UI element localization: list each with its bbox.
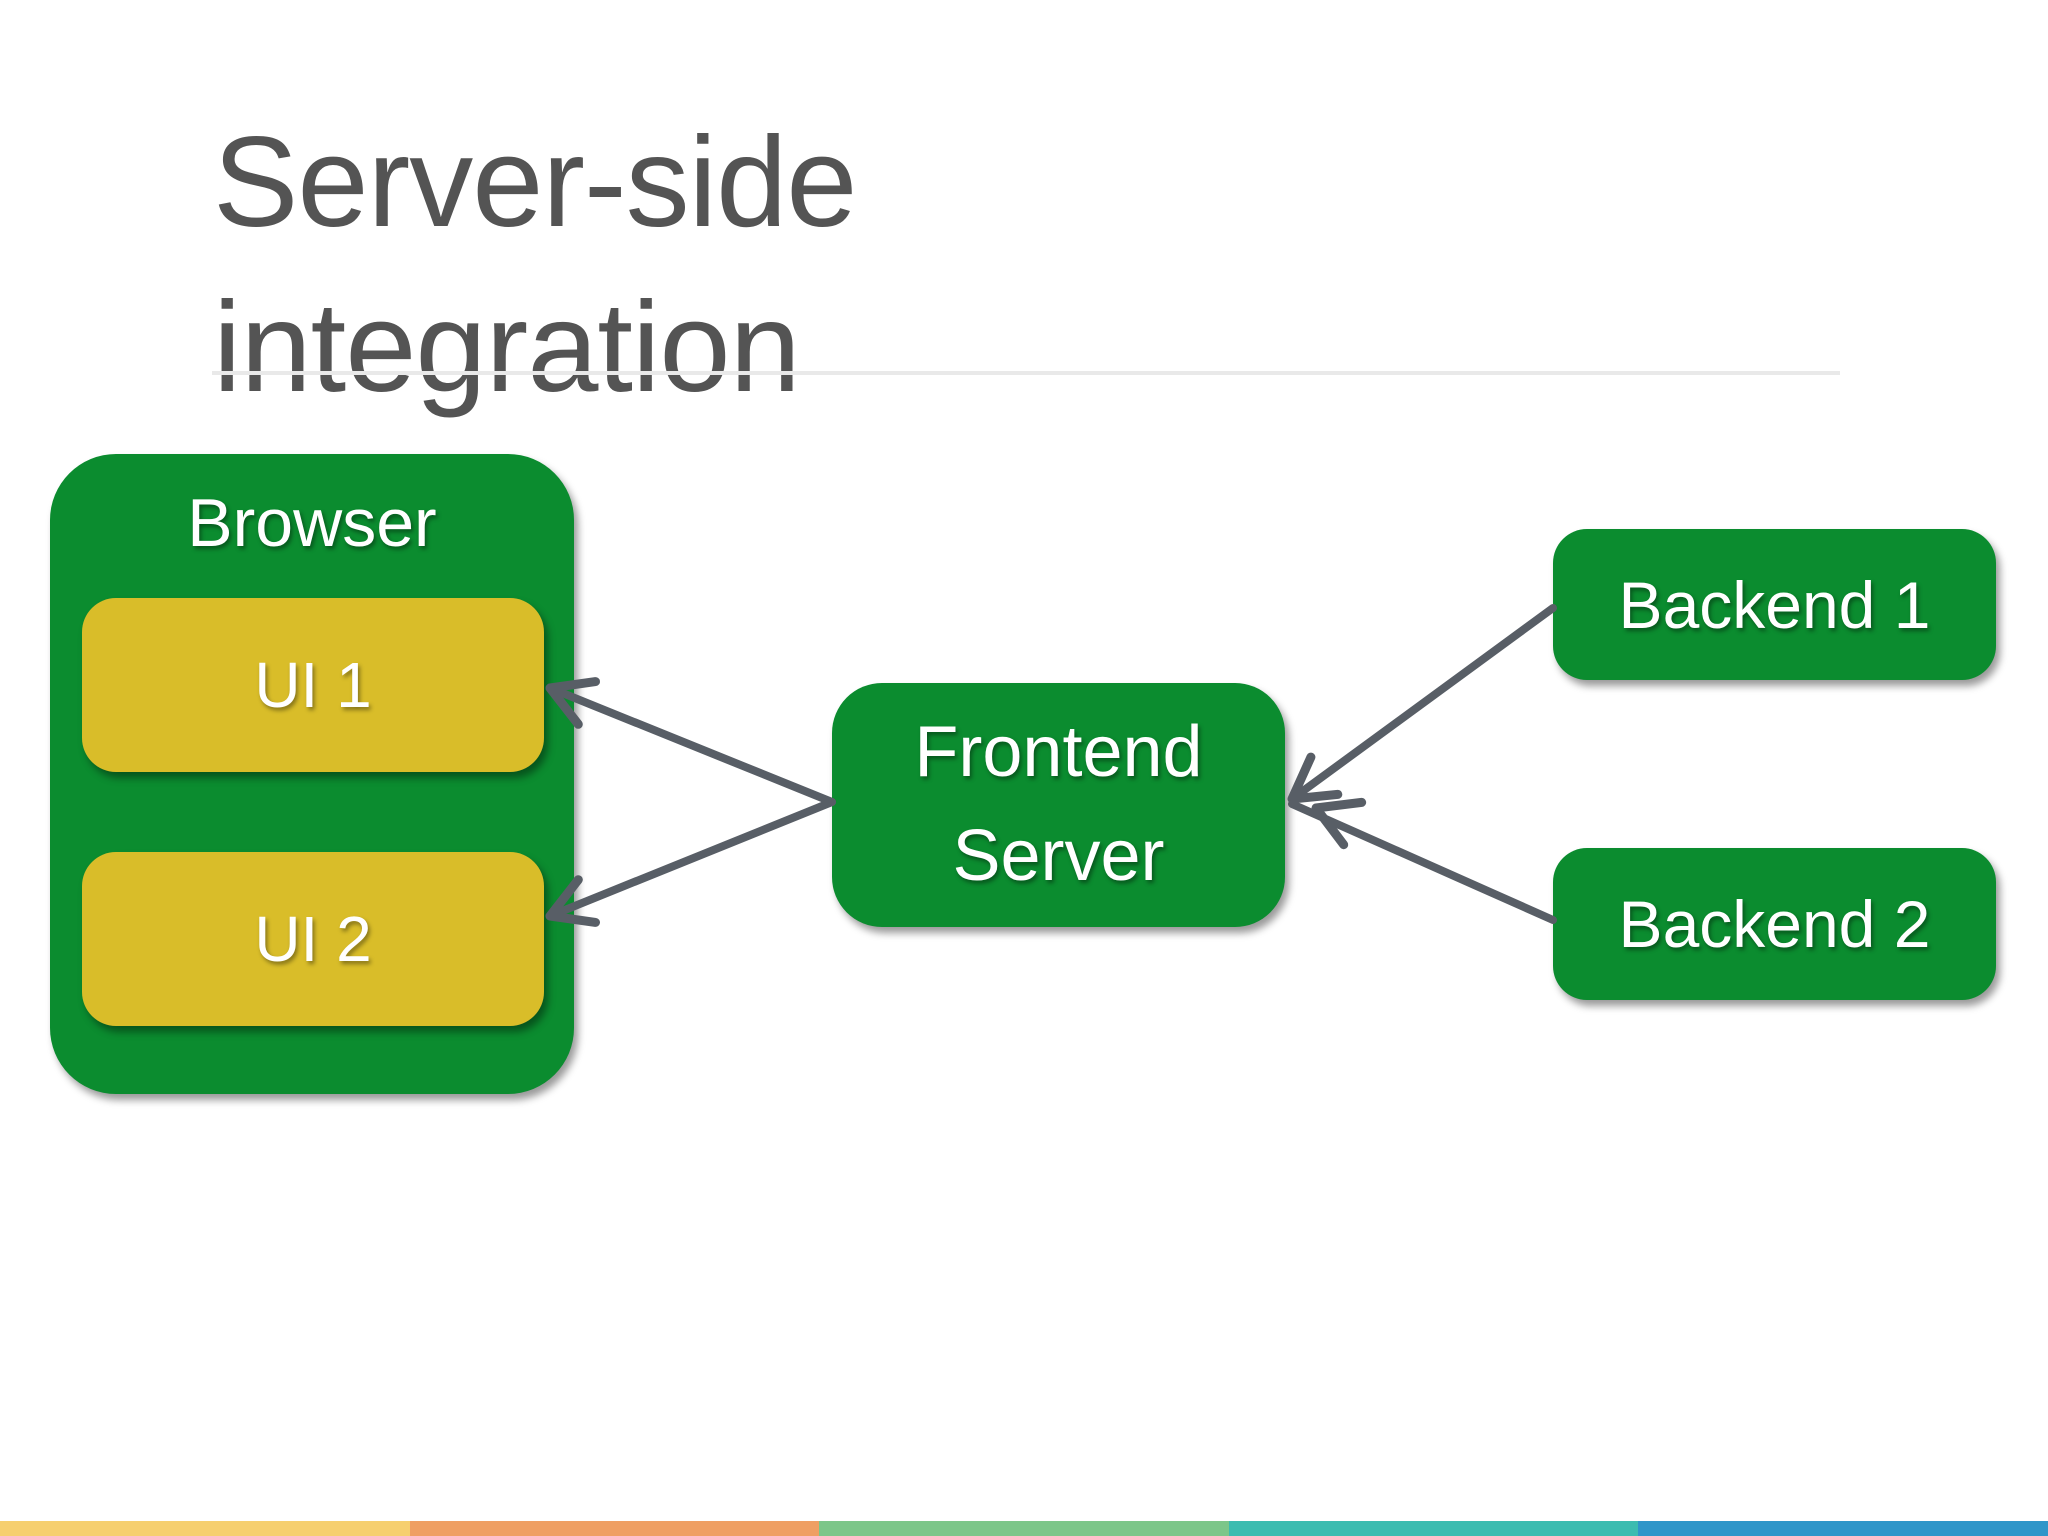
slide-title-line-1: Server-side — [213, 110, 857, 254]
ui2-label: UI 2 — [254, 903, 372, 975]
ui1-label: UI 1 — [254, 649, 372, 721]
frontend-server-label-line-1: Frontend — [914, 712, 1203, 793]
arrowhead-backend2-to-frontend-icon — [1311, 797, 1367, 850]
title-underline — [212, 371, 1840, 375]
slide-title: Server-side integration — [213, 100, 857, 430]
slide-title-line-2: integration — [213, 275, 801, 419]
backend2-label: Backend 2 — [1618, 887, 1931, 961]
arrow-frontend-to-ui1 — [546, 684, 836, 806]
arrow-frontend-to-ui2 — [546, 798, 836, 920]
frontend-server-label-line-2: Server — [952, 816, 1165, 896]
stripe-segment-1 — [0, 1521, 410, 1536]
footer-stripe — [0, 1521, 2048, 1536]
frontend-server-box: Frontend Server — [832, 683, 1285, 927]
stripe-segment-2 — [409, 1521, 820, 1536]
arrowhead-backend1-to-frontend-icon — [1287, 752, 1343, 804]
backend1-box: Backend 1 — [1553, 529, 1996, 680]
stripe-segment-5 — [1638, 1521, 2048, 1536]
backend2-box: Backend 2 — [1553, 848, 1996, 1000]
stripe-segment-4 — [1228, 1521, 1639, 1536]
browser-label: Browser — [187, 485, 437, 561]
ui2-box: UI 2 — [82, 852, 544, 1026]
arrow-backend2-to-frontend — [1288, 800, 1557, 924]
arrow-backend1-to-frontend — [1288, 604, 1557, 803]
ui1-box: UI 1 — [82, 598, 544, 772]
stripe-segment-3 — [819, 1521, 1229, 1536]
backend1-label: Backend 1 — [1618, 567, 1931, 642]
